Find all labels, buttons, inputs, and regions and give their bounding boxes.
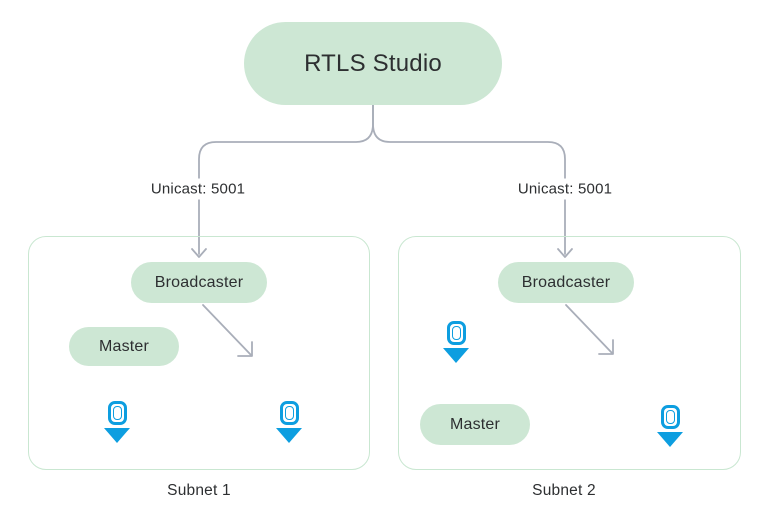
anchor-tag-inner-icon: [451, 326, 461, 340]
subnet2-master-node: Master: [420, 404, 530, 445]
anchor-tag-icon: [279, 401, 299, 425]
anchor-device-icon: [442, 321, 470, 363]
anchor-beam-triangle-icon: [443, 348, 469, 363]
subnet1-master-node: Master: [69, 327, 179, 366]
subnet1-broadcaster-label: Broadcaster: [154, 273, 244, 291]
rtls-studio-label: RTLS Studio: [304, 49, 442, 77]
subnet1-broadcaster-node: Broadcaster: [131, 262, 267, 303]
subnet1-caption: Subnet 1: [167, 482, 231, 499]
anchor-tag-icon: [660, 405, 680, 429]
anchor-tag-icon: [107, 401, 127, 425]
anchor-beam-triangle-icon: [276, 428, 302, 443]
anchor-beam-triangle-icon: [104, 428, 130, 443]
subnet2-broadcaster-node: Broadcaster: [498, 262, 634, 303]
anchor-device-icon: [656, 405, 684, 447]
rtls-studio-node: RTLS Studio: [244, 22, 502, 105]
subnet2-master-label: Master: [449, 415, 501, 433]
anchor-tag-inner-icon: [112, 406, 122, 420]
subnet1-master-label: Master: [98, 337, 150, 355]
anchor-beam-triangle-icon: [657, 432, 683, 447]
subnet1-box: [28, 236, 370, 470]
subnet2-broadcaster-label: Broadcaster: [521, 273, 611, 291]
subnet2-box: [398, 236, 741, 470]
anchor-tag-inner-icon: [284, 406, 294, 420]
subnet2-caption: Subnet 2: [532, 482, 596, 499]
anchor-device-icon: [275, 401, 303, 443]
anchor-tag-icon: [446, 321, 466, 345]
unicast-label-subnet1: Unicast: 5001: [145, 178, 251, 200]
anchor-tag-inner-icon: [665, 410, 675, 424]
anchor-device-icon: [103, 401, 131, 443]
unicast-label-subnet2: Unicast: 5001: [512, 178, 618, 200]
